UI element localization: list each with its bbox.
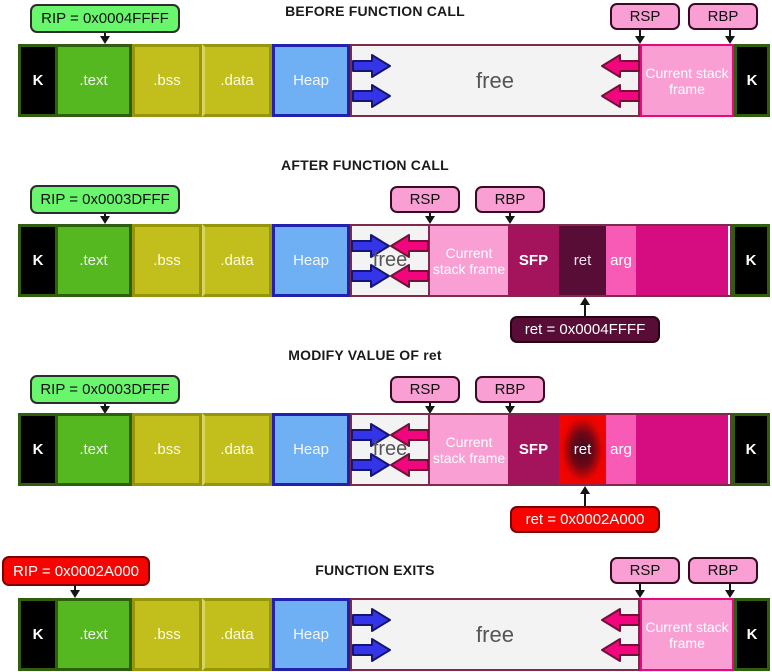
segment-kernel-right: K	[734, 598, 770, 671]
ret-value-label: ret = 0x0004FFFF	[510, 316, 660, 343]
memory-bar: K .text .bss .data Heap free Current sta…	[18, 598, 770, 671]
free-label: free	[372, 438, 408, 460]
up-arrow-icon	[580, 297, 590, 316]
stack-growth-arrow-icon	[390, 234, 429, 258]
row-title: FUNCTION EXITS	[315, 562, 435, 578]
rip-label: RIP = 0x0004FFFF	[30, 4, 180, 33]
stack-growth-arrow-icon	[601, 54, 640, 78]
down-arrow-icon	[100, 214, 110, 224]
heap-growth-arrow-icon	[352, 638, 391, 662]
stack-growth-arrow-icon	[390, 453, 429, 477]
rbp-label: RBP	[475, 376, 545, 403]
segment-kernel-right: K	[734, 44, 770, 117]
segment-kernel-right: K	[732, 413, 770, 486]
segment-kernel-right: K	[732, 224, 770, 297]
segment-data: .data	[202, 413, 272, 486]
segment-ret: ret	[559, 226, 606, 295]
segment-kernel-left: K	[18, 413, 58, 486]
segment-text: .text	[58, 224, 132, 297]
segment-free: free	[350, 413, 430, 486]
heap-growth-arrow-icon	[352, 608, 391, 632]
segment-bss: .bss	[132, 224, 202, 297]
row-title: MODIFY VALUE OF ret	[288, 347, 442, 363]
segment-kernel-left: K	[18, 598, 58, 671]
segment-bss: .bss	[132, 598, 202, 671]
stack-growth-arrow-icon	[601, 608, 640, 632]
segment-data: .data	[202, 44, 272, 117]
stack-growth-arrow-icon	[601, 84, 640, 108]
rip-label: RIP = 0x0002A000	[2, 556, 150, 586]
rbp-label: RBP	[688, 3, 758, 30]
memory-bar: K .text .bss .data Heap free Current sta…	[18, 44, 770, 117]
memory-bar: K .text .bss .data Heap free Current sta…	[18, 224, 770, 297]
free-label: free	[372, 249, 408, 271]
segment-previous-frame	[636, 415, 728, 484]
down-arrow-icon	[100, 404, 110, 414]
segment-text: .text	[58, 44, 132, 117]
stack-region: Current stack frame SFP ret arg	[430, 413, 732, 486]
row-title: AFTER FUNCTION CALL	[281, 157, 449, 173]
heap-growth-arrow-icon	[351, 264, 390, 288]
segment-sfp: SFP	[508, 415, 559, 484]
rip-label: RIP = 0x0003DFFF	[30, 375, 180, 404]
segment-bss: .bss	[132, 44, 202, 117]
down-arrow-icon	[505, 403, 515, 414]
rsp-label: RSP	[610, 557, 680, 584]
memory-bar: K .text .bss .data Heap free Current sta…	[18, 413, 770, 486]
ret-value-label: ret = 0x0002A000	[510, 506, 660, 533]
down-arrow-icon	[425, 403, 435, 414]
down-arrow-icon	[725, 584, 735, 598]
down-arrow-icon	[425, 213, 435, 224]
down-arrow-icon	[505, 213, 515, 224]
heap-growth-arrow-icon	[351, 234, 390, 258]
segment-ret-modified: ret	[559, 415, 606, 484]
stack-growth-arrow-icon	[601, 638, 640, 662]
segment-current-stack-frame: Current stack frame	[640, 44, 734, 117]
segment-heap: Heap	[272, 224, 350, 297]
down-arrow-icon	[725, 30, 735, 44]
segment-current-stack-frame: Current stack frame	[640, 598, 734, 671]
segment-free: free	[350, 598, 640, 671]
segment-heap: Heap	[272, 44, 350, 117]
rsp-label: RSP	[390, 376, 460, 403]
segment-arg: arg	[606, 226, 636, 295]
segment-free: free	[350, 44, 640, 117]
segment-arg: arg	[606, 415, 636, 484]
stack-growth-arrow-icon	[390, 264, 429, 288]
rsp-label: RSP	[610, 3, 680, 30]
segment-kernel-left: K	[18, 224, 58, 297]
up-arrow-icon	[580, 486, 590, 506]
heap-growth-arrow-icon	[351, 423, 390, 447]
segment-current-stack-frame: Current stack frame	[430, 226, 508, 295]
down-arrow-icon	[635, 584, 645, 598]
free-label: free	[476, 67, 514, 93]
segment-free: free	[350, 224, 430, 297]
segment-heap: Heap	[272, 413, 350, 486]
free-label: free	[476, 621, 514, 647]
segment-current-stack-frame: Current stack frame	[430, 415, 508, 484]
heap-growth-arrow-icon	[352, 54, 391, 78]
stack-region: Current stack frame SFP ret arg	[430, 224, 732, 297]
rbp-label: RBP	[475, 186, 545, 213]
heap-growth-arrow-icon	[352, 84, 391, 108]
segment-sfp: SFP	[508, 226, 559, 295]
stack-growth-arrow-icon	[390, 423, 429, 447]
segment-kernel-left: K	[18, 44, 58, 117]
segment-previous-frame	[636, 226, 728, 295]
rsp-label: RSP	[390, 186, 460, 213]
heap-growth-arrow-icon	[351, 453, 390, 477]
segment-text: .text	[58, 413, 132, 486]
rbp-label: RBP	[688, 557, 758, 584]
rip-label: RIP = 0x0003DFFF	[30, 185, 180, 214]
segment-bss: .bss	[132, 413, 202, 486]
segment-data: .data	[202, 598, 272, 671]
row-title: BEFORE FUNCTION CALL	[285, 3, 465, 19]
segment-data: .data	[202, 224, 272, 297]
segment-heap: Heap	[272, 598, 350, 671]
down-arrow-icon	[70, 586, 80, 598]
segment-text: .text	[58, 598, 132, 671]
down-arrow-icon	[100, 33, 110, 44]
down-arrow-icon	[635, 30, 645, 44]
